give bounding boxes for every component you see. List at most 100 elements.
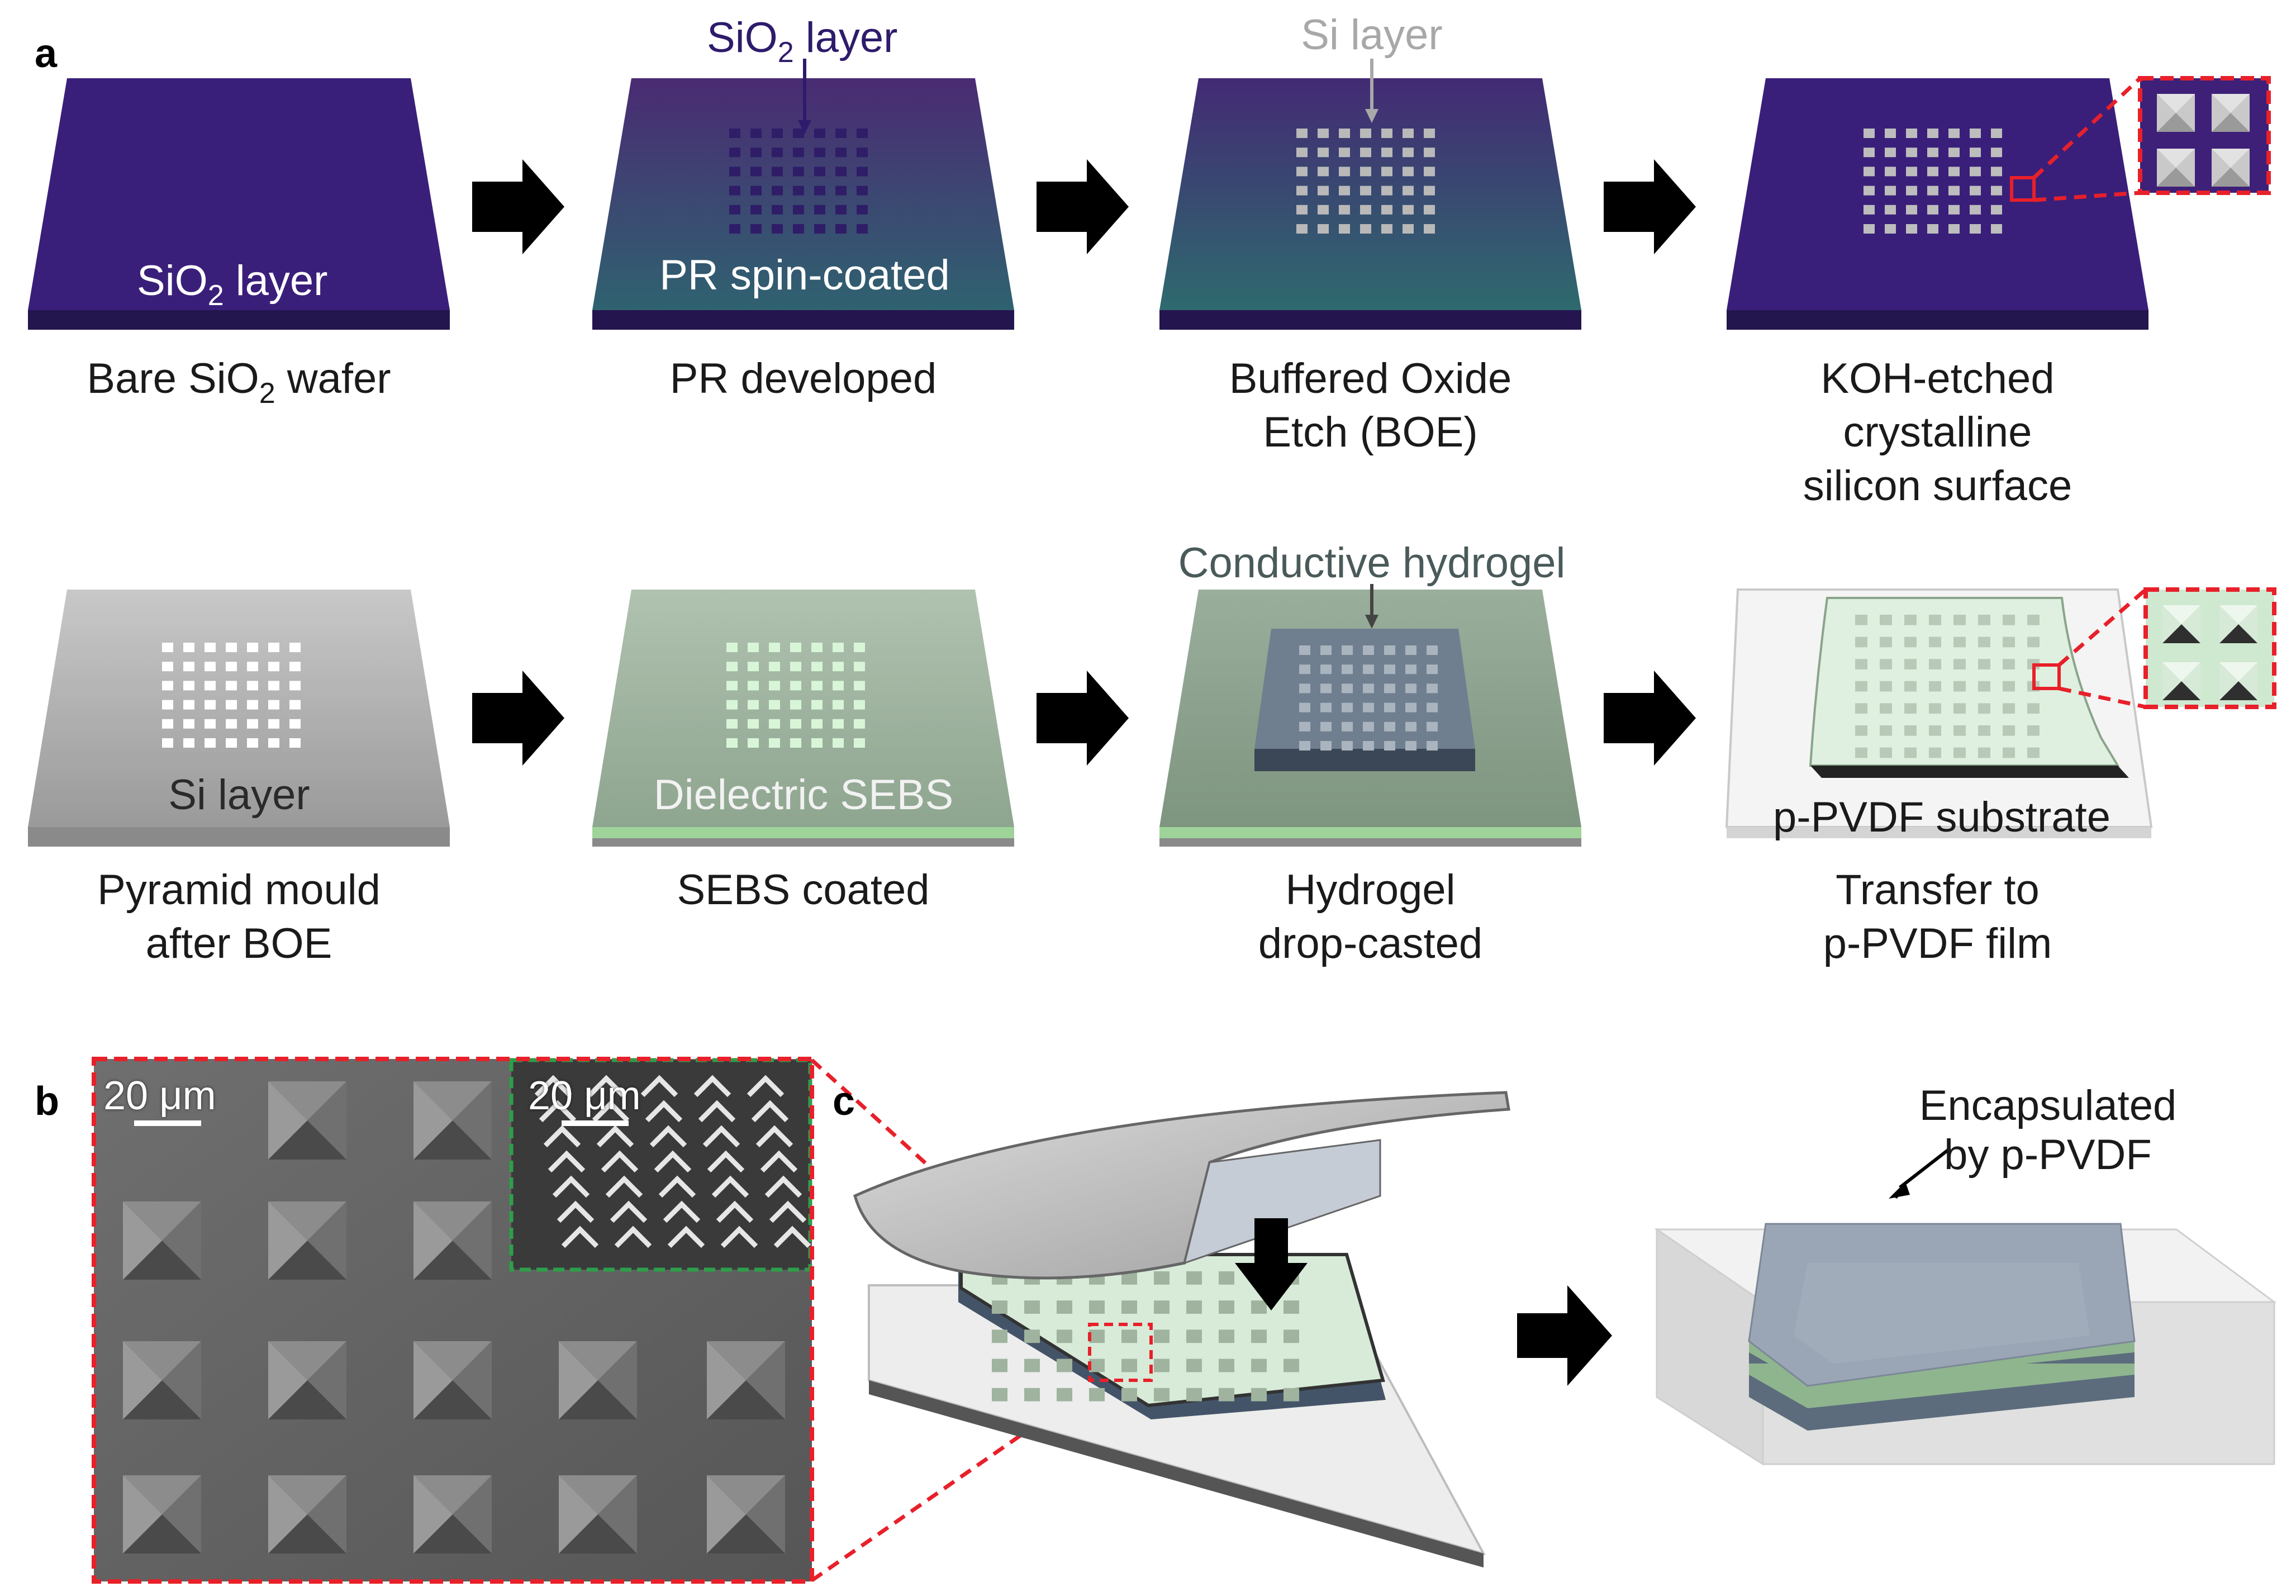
pattern-square	[1424, 224, 1435, 234]
top-film-curved	[853, 1091, 1510, 1280]
square-array-hydrogel	[1299, 645, 1438, 750]
pattern-square	[748, 719, 759, 729]
pattern-square	[1927, 167, 1938, 177]
pattern-square	[1360, 167, 1371, 177]
pattern-square	[1296, 167, 1308, 177]
chevron-cross-section	[711, 1175, 749, 1198]
pattern-square	[2003, 615, 2015, 625]
pattern-square	[2027, 615, 2040, 625]
block-arrow-right-icon	[472, 159, 564, 254]
caption-pr-developed: PR developed	[669, 355, 937, 402]
pattern-square	[1991, 224, 2002, 234]
chevron-cross-section	[769, 1200, 807, 1223]
pattern-square	[1405, 741, 1416, 750]
caption-line: crystalline	[1843, 408, 2032, 456]
pattern-square	[1320, 721, 1332, 732]
pattern-square	[1363, 683, 1374, 694]
pattern-square	[857, 186, 868, 196]
sem-image	[92, 1057, 814, 1584]
block-arrow-right-icon	[1037, 159, 1129, 254]
pattern-square	[1927, 186, 1938, 196]
sem-pyramid	[123, 1201, 201, 1280]
pattern-square	[268, 643, 279, 652]
pattern-square	[247, 662, 258, 672]
pattern-square	[1405, 721, 1416, 732]
pattern-square	[1360, 148, 1371, 158]
pattern-square	[2027, 703, 2040, 714]
pattern-square	[247, 700, 258, 710]
pattern-square	[793, 167, 804, 177]
pattern-square	[1978, 615, 1990, 625]
pattern-square	[772, 167, 783, 177]
pattern-square	[790, 719, 801, 729]
mould-sebs-coated	[592, 590, 1014, 847]
chevron-cross-section	[654, 1150, 692, 1173]
pyramid-tile	[2157, 94, 2195, 132]
pattern-square	[1342, 683, 1353, 694]
pyramid-tile	[2162, 605, 2200, 643]
chevron-cross-section	[539, 1100, 577, 1123]
pattern-square	[1405, 702, 1416, 712]
pattern-square	[247, 643, 258, 652]
block-arrow-right-icon	[1604, 159, 1696, 254]
chevron-cross-section	[610, 1200, 648, 1223]
pattern-square	[1360, 205, 1371, 215]
pattern-square	[1906, 224, 1917, 234]
pattern-square	[1296, 224, 1308, 234]
pattern-square	[790, 700, 801, 710]
pattern-square	[1880, 747, 1892, 758]
caption-line: Transfer to	[1836, 866, 2040, 914]
pattern-square	[1864, 186, 1875, 196]
overlay-si-layer: Si layer	[168, 771, 310, 819]
sem-pyramid	[123, 1341, 201, 1419]
pattern-square	[750, 205, 762, 215]
pattern-square	[1904, 747, 1917, 758]
pattern-square	[790, 738, 801, 748]
pattern-square	[992, 1388, 1007, 1402]
pattern-square	[772, 186, 783, 196]
pattern-square	[857, 129, 868, 138]
subscript-2: 2	[259, 377, 275, 410]
zoom-region-marker	[2010, 176, 2036, 202]
pattern-square	[1953, 725, 1966, 736]
pattern-square	[183, 643, 194, 652]
square-array-transfer	[1855, 615, 2040, 758]
zoom-line	[2059, 686, 2146, 709]
sem-pyramid	[707, 1341, 785, 1419]
sem-pyramid	[413, 1475, 492, 1554]
text-sio2: SiO	[707, 14, 778, 61]
pattern-square	[1880, 703, 1892, 714]
pattern-square	[1970, 129, 1981, 138]
pattern-square	[1384, 645, 1395, 655]
chevron-cross-section	[645, 1100, 683, 1123]
pattern-square	[1024, 1358, 1040, 1372]
pattern-square	[1405, 645, 1416, 655]
pattern-square	[1970, 167, 1981, 177]
pattern-square	[1929, 703, 1941, 714]
pattern-square	[1978, 703, 1990, 714]
chevron-cross-section	[601, 1150, 639, 1173]
pattern-square	[1953, 636, 1966, 648]
pattern-square	[814, 186, 825, 196]
pattern-square	[1403, 129, 1414, 138]
pattern-square	[1024, 1329, 1040, 1343]
sem-pyramid	[413, 1081, 492, 1160]
pattern-square	[1296, 205, 1308, 215]
pattern-square	[1318, 205, 1329, 215]
caption-line: Etch (BOE)	[1263, 408, 1478, 456]
pattern-square	[1885, 186, 1896, 196]
pattern-square	[183, 700, 194, 710]
pattern-square	[1906, 186, 1917, 196]
pattern-square	[748, 700, 759, 710]
chevron-cross-section	[747, 1075, 785, 1098]
pattern-square	[1339, 148, 1350, 158]
sem-pyramid	[707, 1475, 785, 1554]
square-array-sensor	[992, 1271, 1299, 1402]
pattern-square	[289, 681, 301, 691]
zoom-region-marker	[1088, 1323, 1153, 1382]
pattern-square	[1880, 725, 1892, 736]
pattern-square	[835, 224, 847, 234]
pattern-square	[992, 1358, 1007, 1372]
wafer-koh-etched	[1727, 76, 2271, 330]
pattern-square	[1251, 1358, 1267, 1372]
